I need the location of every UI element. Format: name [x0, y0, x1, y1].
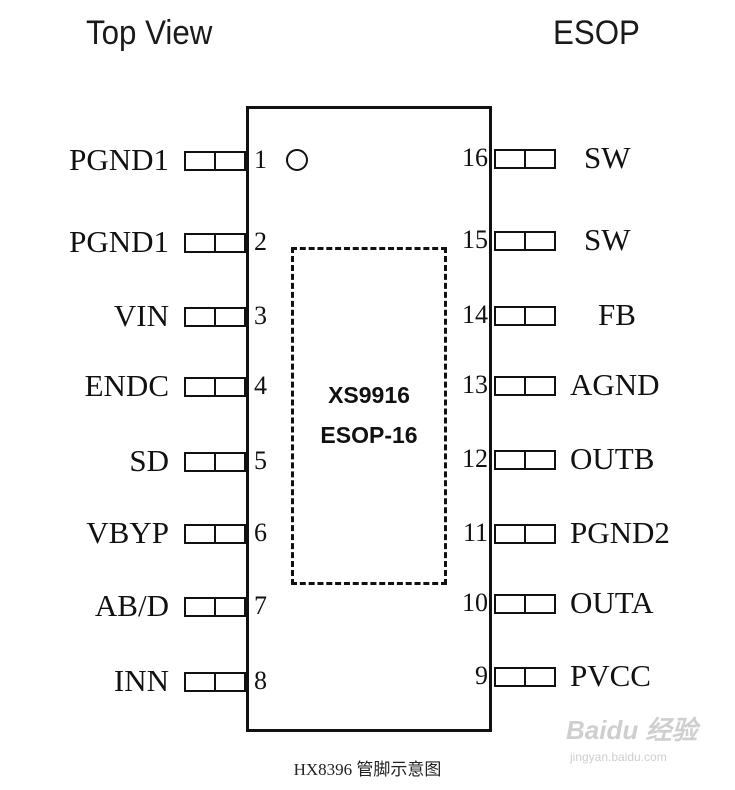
- pin-name: PVCC: [570, 658, 651, 693]
- pin-lead-right: [494, 450, 556, 470]
- pin-name: OUTA: [570, 585, 654, 620]
- pin-number: 5: [254, 446, 267, 475]
- pin-name: PGND1: [69, 224, 169, 259]
- pin-lead-left: [184, 452, 246, 472]
- pin-name: ENDC: [84, 368, 169, 403]
- watermark-url: jingyan.baidu.com: [570, 750, 667, 764]
- pin-lead-right: [494, 149, 556, 169]
- pin-lead-left: [184, 307, 246, 327]
- pin-number: 10: [462, 588, 488, 617]
- pin-number: 13: [462, 370, 488, 399]
- pin-number: 15: [462, 225, 488, 254]
- pin-number: 9: [475, 661, 488, 690]
- pin-name: FB: [598, 297, 636, 332]
- pin-lead-right: [494, 594, 556, 614]
- pin1-marker: [286, 149, 308, 171]
- pin-lead-left: [184, 377, 246, 397]
- pin-lead-right: [494, 306, 556, 326]
- pin-name: AB/D: [94, 588, 169, 623]
- watermark-logo: Baidu 经验: [566, 715, 698, 745]
- pin-lead-right: [494, 524, 556, 544]
- pin-lead-left: [184, 597, 246, 617]
- pin-lead-left: [184, 524, 246, 544]
- chip-package-name: ESOP-16: [320, 422, 418, 448]
- pin-number: 6: [254, 518, 267, 547]
- pin-lead-right: [494, 376, 556, 396]
- pin-number: 7: [254, 591, 267, 620]
- pin-lead-right: [494, 231, 556, 251]
- chip-body: [246, 106, 492, 732]
- pin-name: SW: [584, 140, 631, 175]
- watermark: Baidu 经验 jingyan.baidu.com: [566, 710, 726, 770]
- pin-name: OUTB: [570, 441, 655, 476]
- pin-number: 8: [254, 666, 267, 695]
- pin-number: 4: [254, 371, 267, 400]
- pin-lead-right: [494, 667, 556, 687]
- package-type-label: ESOP: [553, 14, 640, 52]
- top-view-label: Top View: [86, 14, 213, 52]
- pin-name: VBYP: [86, 515, 169, 550]
- pin-name: SD: [129, 443, 169, 478]
- pin-number: 14: [462, 300, 488, 329]
- diagram-caption: HX8396 管脚示意图: [293, 760, 442, 779]
- pin-number: 11: [462, 518, 488, 547]
- pin-name: SW: [584, 222, 631, 257]
- pin-number: 2: [254, 227, 267, 256]
- pin-number: 16: [462, 143, 488, 172]
- pin-name: PGND1: [69, 142, 169, 177]
- pin-name: INN: [113, 663, 169, 698]
- pin-name: PGND2: [570, 515, 670, 550]
- pin-name: VIN: [113, 298, 169, 333]
- pin-number: 3: [254, 301, 267, 330]
- exposed-pad-outline: [291, 247, 447, 585]
- pin-lead-left: [184, 672, 246, 692]
- chip-part-number: XS9916: [328, 382, 410, 408]
- pin-lead-left: [184, 151, 246, 171]
- pin-number: 1: [254, 145, 267, 174]
- pin-lead-left: [184, 233, 246, 253]
- pin-name: AGND: [570, 367, 660, 402]
- pin-number: 12: [462, 444, 488, 473]
